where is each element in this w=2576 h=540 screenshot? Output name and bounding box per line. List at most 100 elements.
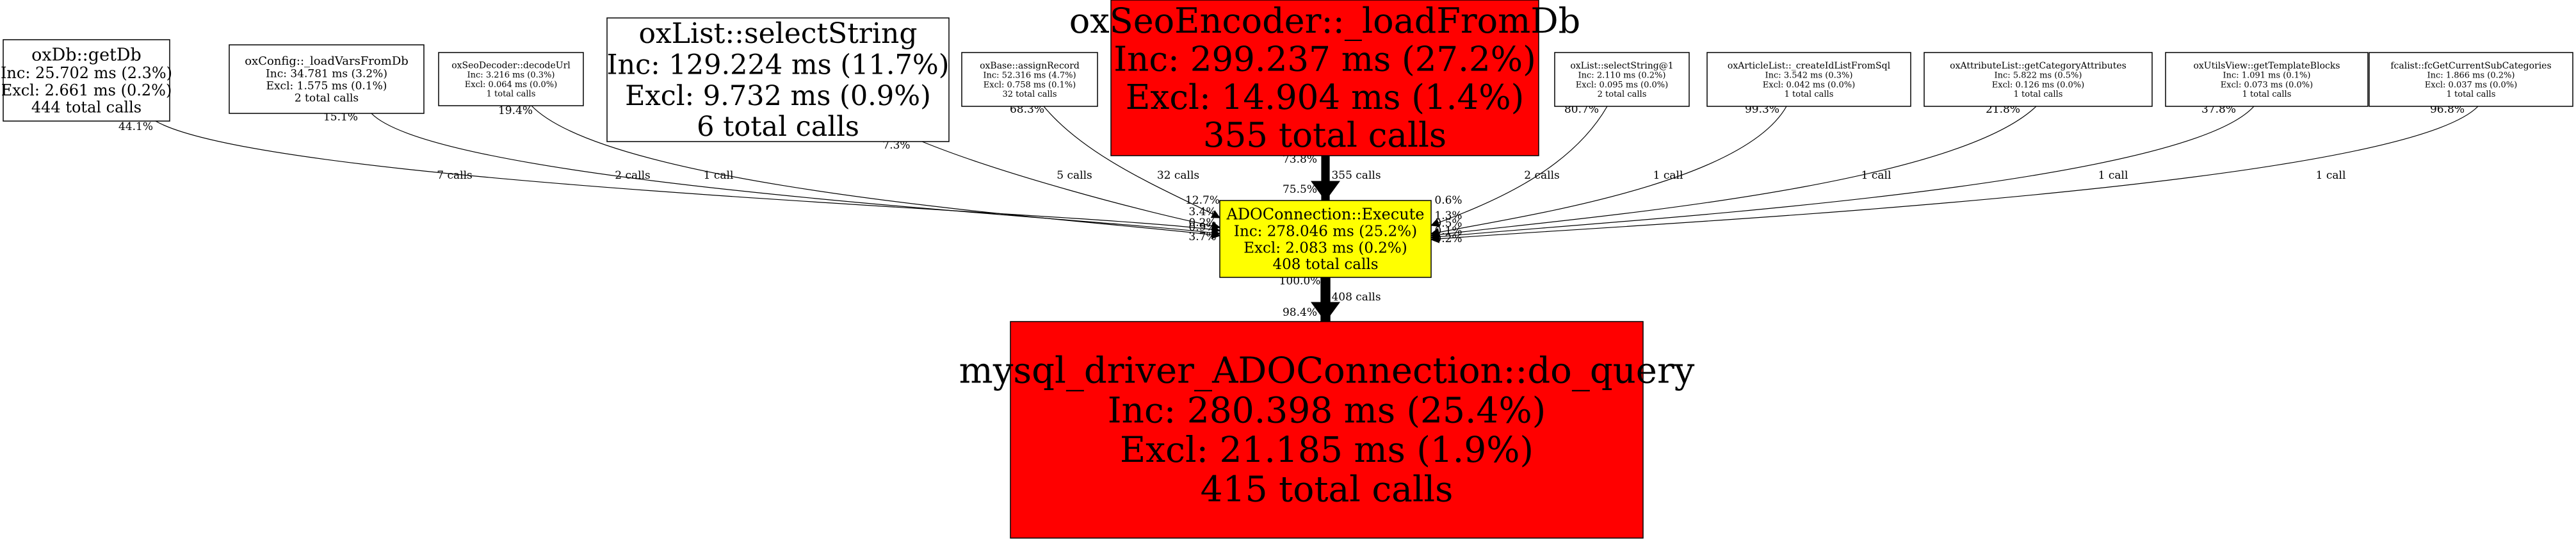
node-createidlist[interactable]: oxArticleList::_createIdListFromSqlInc: … <box>1706 52 1911 107</box>
node-exclusive: Excl: 0.042 ms (0.0%) <box>1763 80 1855 90</box>
edge-calls-label: 2 calls <box>615 169 650 182</box>
edge-line <box>921 141 1220 228</box>
edge-line <box>1430 106 2255 238</box>
node-inclusive: Inc: 5.822 ms (0.5%) <box>1995 71 2082 81</box>
node-title: oxAttributeList::getCategoryAttributes <box>1950 61 2126 71</box>
node-title: oxUtilsView::getTemplateBlocks <box>2193 61 2340 71</box>
arrowhead <box>1430 218 1441 227</box>
edge-line <box>1430 106 1787 234</box>
node-getcategoryattributes[interactable]: oxAttributeList::getCategoryAttributesIn… <box>1924 52 2153 107</box>
edge-line <box>1430 106 1608 226</box>
node-inclusive: Inc: 129.224 ms (11.7%) <box>606 49 949 81</box>
edge-head-percent: 12.7% <box>1185 194 1220 207</box>
edge-head-percent: 0.5% <box>1434 217 1462 230</box>
node-exclusive: Excl: 1.575 ms (0.1%) <box>266 79 387 92</box>
edge-calls-label: 5 calls <box>1057 169 1092 182</box>
node-inclusive: Inc: 3.216 ms (0.3%) <box>467 70 555 80</box>
edge-calls-label: 32 calls <box>1157 169 1199 182</box>
node-exclusive: Excl: 2.083 ms (0.2%) <box>1243 240 1407 256</box>
node-exclusive: Excl: 0.095 ms (0.0%) <box>1576 80 1668 90</box>
node-calls: 1 total calls <box>2242 90 2292 99</box>
edge-line <box>155 120 1220 231</box>
node-calls: 415 total calls <box>1201 469 1454 510</box>
node-inclusive: Inc: 3.542 ms (0.3%) <box>1765 71 1853 81</box>
node-title: fcalist::fcGetCurrentSubCategories <box>2390 61 2551 71</box>
edge-tail-percent: 19.4% <box>498 104 533 117</box>
node-box <box>2165 52 2369 107</box>
node-box <box>229 44 425 114</box>
edge-calls-label: 7 calls <box>437 169 472 182</box>
edge-head-percent: 98.4% <box>1283 306 1317 319</box>
node-title: oxList::selectString@1 <box>1570 61 1673 71</box>
edge-tail-percent: 7.3% <box>882 139 910 152</box>
node-calls: 2 total calls <box>295 92 359 104</box>
arrowhead <box>1211 230 1221 240</box>
node-inclusive: Inc: 25.702 ms (2.3%) <box>1 64 172 82</box>
arrowhead <box>1311 302 1340 322</box>
node-title: oxArticleList::_createIdListFromSql <box>1728 61 1891 71</box>
node-exclusive: Excl: 9.732 ms (0.9%) <box>625 80 931 112</box>
node-box <box>3 39 170 122</box>
node-box <box>1924 52 2153 107</box>
edge-calls-label: 2 calls <box>1524 169 1559 182</box>
edge-calls-label: 1 call <box>2316 169 2346 182</box>
edge-head-percent: 0.6% <box>1434 194 1462 207</box>
node-title: mysql_driver_ADOConnection::do_query <box>959 350 1695 392</box>
node-calls: 32 total calls <box>1002 90 1057 99</box>
node-title: oxSeoEncoder::_loadFromDb <box>1069 1 1581 41</box>
edge-head-percent: 0.2% <box>1434 233 1462 245</box>
edge-line <box>371 113 1220 234</box>
node-calls: 408 total calls <box>1272 256 1378 273</box>
node-calls: 1 total calls <box>1785 90 1834 99</box>
edge-line <box>1430 106 2037 236</box>
node-box <box>1706 52 1911 107</box>
edge-head-percent: 75.5% <box>1283 183 1317 196</box>
node-inclusive: Inc: 2.110 ms (0.2%) <box>1578 71 1666 81</box>
edge-head-percent: 0.2% <box>1188 217 1216 229</box>
node-title: oxDb::getDb <box>31 45 142 65</box>
node-title: ADOConnection::Execute <box>1226 206 1424 224</box>
node-box <box>961 52 1098 107</box>
node-exclusive: Excl: 0.758 ms (0.1%) <box>984 80 1076 90</box>
edge-tail-percent: 44.1% <box>118 120 153 133</box>
edge-tail-percent: 15.1% <box>323 111 358 124</box>
node-doquery[interactable]: mysql_driver_ADOConnection::do_queryInc:… <box>959 321 1695 539</box>
node-inclusive: Inc: 1.091 ms (0.1%) <box>2223 71 2311 81</box>
node-calls: 1 total calls <box>2014 90 2063 99</box>
edge-calls-label: 1 call <box>1861 169 1891 182</box>
node-inclusive: Inc: 1.866 ms (0.2%) <box>2427 71 2515 81</box>
node-box <box>1010 321 1644 539</box>
node-inclusive: Inc: 278.046 ms (25.2%) <box>1234 224 1417 240</box>
node-box <box>606 17 950 142</box>
node-inclusive: Inc: 299.237 ms (27.2%) <box>1114 40 1536 79</box>
node-box <box>1110 0 1539 156</box>
node-calls: 2 total calls <box>1598 90 1647 99</box>
node-exclusive: Excl: 14.904 ms (1.4%) <box>1126 78 1525 117</box>
edge-line <box>1043 106 1220 218</box>
node-title: oxList::selectString <box>639 17 918 50</box>
node-exclusive: Excl: 2.661 ms (0.2%) <box>1 81 172 99</box>
edge-calls-label: 408 calls <box>1331 291 1381 304</box>
node-calls: 444 total calls <box>31 99 142 117</box>
node-calls: 355 total calls <box>1203 116 1446 155</box>
edge-tail-percent: 73.8% <box>1283 153 1317 166</box>
node-title: oxConfig::_loadVarsFromDb <box>245 54 409 68</box>
node-calls: 1 total calls <box>487 89 536 99</box>
